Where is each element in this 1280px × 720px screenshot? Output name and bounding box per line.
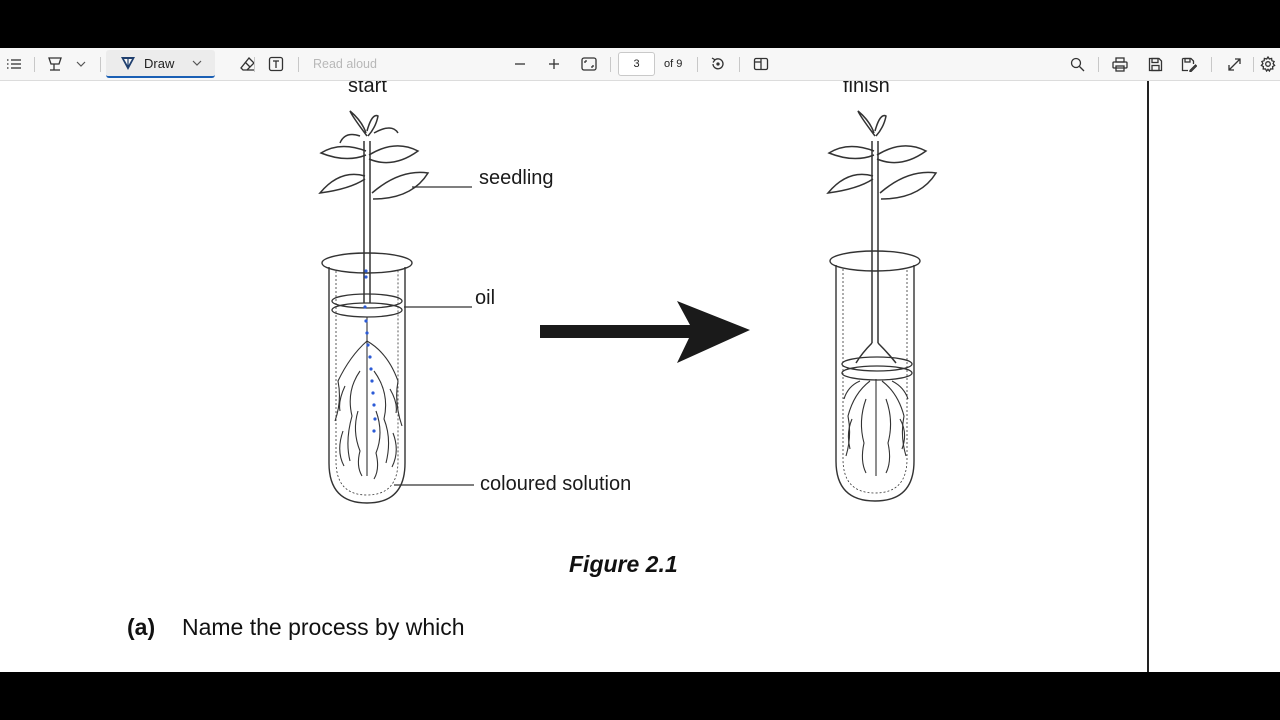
finish-label: finish [843, 81, 890, 97]
fit-page-icon[interactable] [580, 48, 598, 80]
figure-drawing [318, 110, 938, 504]
save-icon[interactable] [1146, 48, 1164, 80]
contents-icon[interactable] [4, 48, 24, 80]
finish-oil-layer [841, 356, 913, 381]
figure-2-1: start finish [0, 81, 1147, 672]
zoom-in-icon[interactable] [546, 48, 562, 80]
start-oil-layer [331, 293, 403, 318]
read-aloud-button[interactable]: Read aloud [313, 48, 377, 80]
page-number-input[interactable]: 3 [618, 52, 655, 76]
process-arrow [540, 301, 750, 363]
search-icon[interactable] [1068, 48, 1086, 80]
letterbox-top [0, 0, 1280, 48]
start-label: start [348, 81, 387, 97]
question-text: Name the process by which [182, 614, 465, 640]
figure-caption: Figure 2.1 [569, 551, 678, 577]
draw-button[interactable]: Draw [106, 50, 215, 78]
toolbar-separator [100, 57, 101, 72]
settings-icon[interactable] [1259, 48, 1277, 80]
finish-seedling [826, 110, 938, 364]
toolbar-separator [254, 57, 255, 72]
print-icon[interactable] [1111, 48, 1129, 80]
zoom-out-icon[interactable] [512, 48, 528, 80]
rotate-icon[interactable] [709, 48, 727, 80]
finish-roots [843, 379, 909, 476]
fullscreen-icon[interactable] [1225, 48, 1243, 80]
toolbar-separator [697, 57, 698, 72]
toolbar-separator [739, 57, 740, 72]
page-view-icon[interactable] [752, 48, 770, 80]
oil-label: oil [475, 287, 496, 309]
blue-ink-annotation [363, 269, 377, 433]
label-leader-lines [394, 186, 474, 486]
question-number: (a) [127, 614, 156, 640]
text-box-icon[interactable] [266, 48, 286, 80]
coloured-solution-label: coloured solution [480, 473, 632, 495]
eraser-icon[interactable] [239, 48, 257, 80]
page-edge [1147, 81, 1149, 672]
toolbar-separator [610, 57, 611, 72]
toolbar-separator [1098, 57, 1099, 72]
start-roots [334, 317, 403, 480]
toolbar-separator [298, 57, 299, 72]
chevron-down-icon[interactable] [74, 48, 88, 80]
letterbox-bottom [0, 672, 1280, 720]
document-viewport[interactable]: start finish [0, 81, 1280, 672]
start-seedling [318, 110, 430, 303]
finish-test-tube [829, 250, 921, 502]
save-as-icon[interactable] [1180, 48, 1198, 80]
draw-pen-icon [120, 56, 136, 71]
draw-label: Draw [144, 55, 175, 71]
seedling-label: seedling [479, 167, 554, 189]
chevron-down-icon[interactable] [192, 59, 202, 67]
toolbar-separator [34, 57, 35, 72]
highlight-icon[interactable] [45, 48, 65, 80]
read-aloud-label: Read aloud [313, 57, 377, 71]
toolbar-separator [1211, 57, 1212, 72]
toolbar-separator [1253, 57, 1254, 72]
start-test-tube [321, 252, 413, 504]
page-count-label: of 9 [664, 58, 683, 70]
